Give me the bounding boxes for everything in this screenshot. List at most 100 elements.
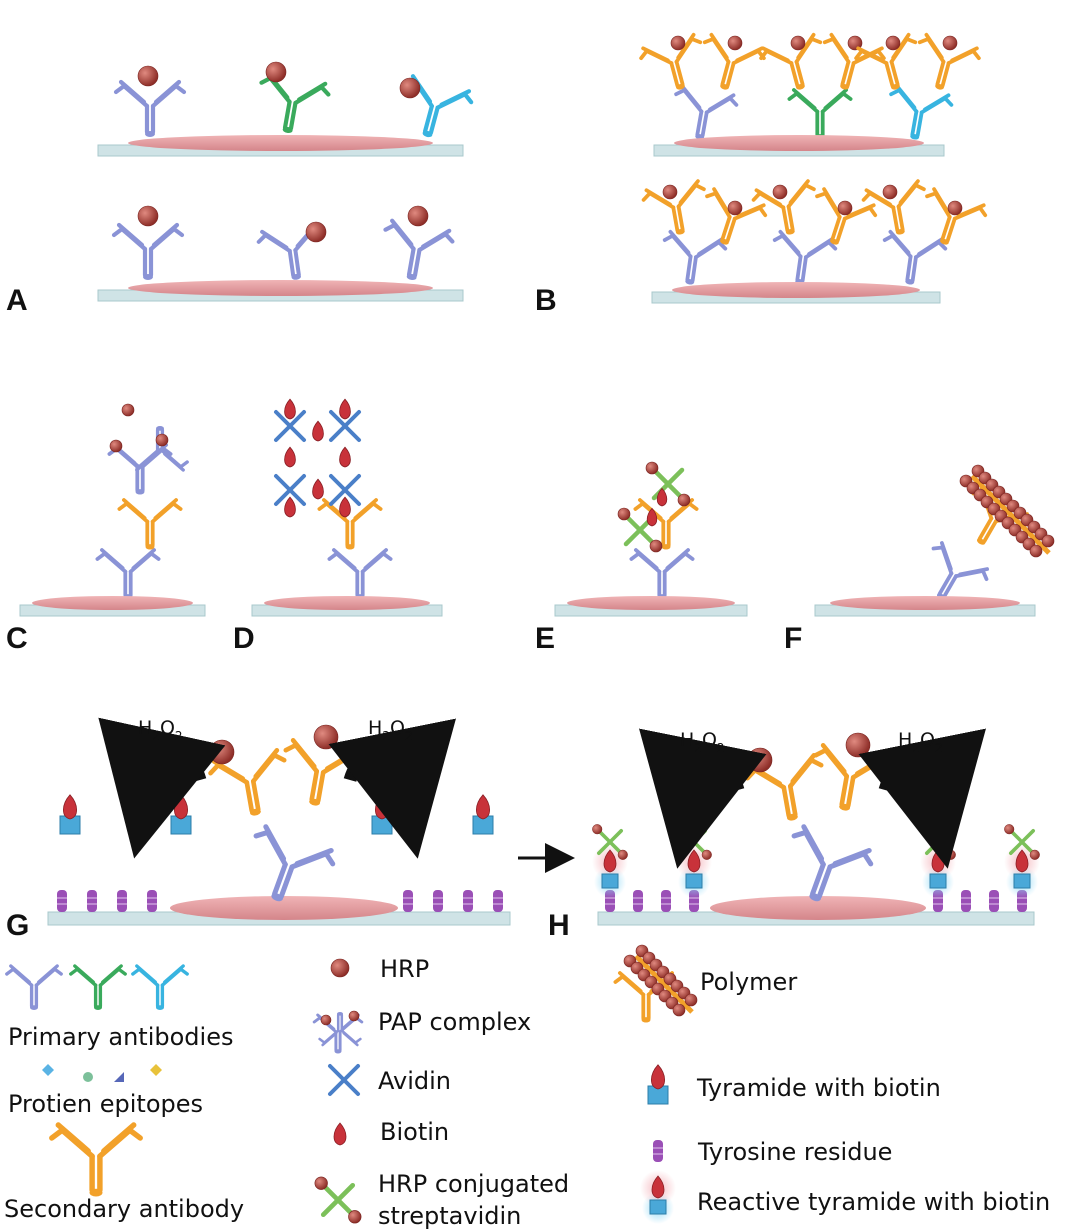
- legend: [5, 944, 698, 1224]
- hrp-enzyme: [348, 1210, 362, 1224]
- legend-tyramide-biotin: Tyramide with biotin: [696, 1074, 941, 1102]
- primary-antibody-bb1: [772, 229, 838, 285]
- h2o2-label-h-right: H2O2: [898, 729, 943, 755]
- hrp-enzyme: [882, 184, 898, 200]
- avidin-d3: [329, 474, 361, 506]
- legend-hrp-streptavidin-2: streptavidin: [378, 1202, 521, 1230]
- slide-a-top: [97, 135, 464, 157]
- hrp-enzyme: [845, 732, 871, 758]
- hrp-enzyme: [945, 849, 956, 860]
- hrp-enzyme: [1041, 534, 1055, 548]
- primary-antibody-d: [327, 548, 393, 600]
- panel-f: [931, 464, 1055, 600]
- legend-primary-antibody-blue-icon: [5, 964, 63, 1010]
- pap-antibody-c2: [131, 426, 189, 472]
- primary-antibody-e: [629, 548, 695, 600]
- tyramide-biotin-g1: [170, 794, 192, 835]
- hrp-enzyme: [407, 205, 429, 227]
- legend-epitope-diamond-icon: [42, 1064, 54, 1076]
- legend-protein-epitopes: Protien epitopes: [8, 1090, 203, 1118]
- reaction-arrow-g-right: [328, 718, 456, 859]
- reaction-arrow-h-right: [858, 728, 986, 869]
- pap-antibody-c1: [107, 443, 173, 495]
- hrp-enzyme: [1004, 824, 1015, 835]
- biotin-d2: [339, 446, 351, 468]
- slide-f: [814, 596, 1036, 617]
- secondary-antibody-b2b: [917, 32, 981, 90]
- primary-antibody-b2: [889, 84, 954, 140]
- hrp-enzyme: [947, 200, 963, 216]
- hrp-enzyme: [320, 1014, 332, 1026]
- panel-a: [111, 61, 474, 281]
- tyramide-biotin-g2: [371, 794, 393, 835]
- secondary-antibody-b0a: [639, 32, 703, 90]
- h2o2-label-g-right: H2O2: [368, 717, 413, 743]
- secondary-antibody-bb0a: [641, 179, 706, 235]
- tissue-g: [170, 896, 398, 920]
- panel-label-h: H: [548, 909, 570, 942]
- hrp-enzyme: [677, 493, 691, 507]
- hrp-enzyme: [885, 35, 901, 51]
- legend-biotin-icon: [333, 1122, 347, 1146]
- legend-polymer-icon: [623, 944, 698, 1017]
- avidin-d1: [329, 410, 361, 442]
- legend-pap-complex: PAP complex: [378, 1008, 531, 1036]
- primary-antibody-bb0: [662, 229, 728, 285]
- slide-b-top: [653, 135, 945, 157]
- svg-text:H2O2: H2O2: [138, 717, 183, 743]
- tyramide-biotin-g0: [59, 794, 81, 835]
- hrp-enzyme: [701, 849, 712, 860]
- primary-antibody-bb2: [882, 229, 948, 285]
- legend-secondary-antibody: Secondary antibody: [4, 1195, 244, 1223]
- tyrosine-g0: [57, 890, 67, 912]
- secondary-antibody-bb2a: [861, 179, 926, 235]
- biotin-e1: [646, 507, 658, 527]
- slide-d: [251, 596, 443, 617]
- reactive-tyramide-h1: [676, 824, 712, 898]
- hrp-enzyme: [727, 200, 743, 216]
- secondary-antibody-bb1b: [815, 187, 878, 245]
- hrp-enzyme: [649, 539, 663, 553]
- hrp-enzyme: [314, 1176, 328, 1190]
- hrp-enzyme: [617, 507, 631, 521]
- reaction-arrow-g-left: [98, 717, 226, 859]
- legend-epitope-triangle-icon: [114, 1072, 124, 1082]
- h2o2-label-g-left: H2O2: [138, 717, 183, 743]
- hrp-enzyme: [313, 724, 339, 750]
- legend-biotin: Biotin: [380, 1118, 449, 1146]
- biotin: [603, 849, 617, 873]
- primary-antibody-c: [95, 548, 161, 600]
- polymer-f: [959, 464, 1055, 558]
- tyramide-biotin-g3: [472, 794, 494, 835]
- hrp-enzyme: [790, 35, 806, 51]
- hrp-enzyme: [121, 403, 135, 417]
- slide-c: [19, 596, 206, 617]
- panel-label-c: C: [6, 622, 28, 655]
- secondary-antibody-bb2b: [925, 187, 988, 245]
- biotin-d7: [339, 496, 351, 518]
- legend-pap-antibody-icon-2: [318, 1012, 362, 1047]
- reactive-tyramide-h2: [920, 824, 956, 898]
- panel-d: [274, 398, 393, 600]
- tyrosine-g7: [493, 890, 503, 912]
- hrp-enzyme: [942, 35, 958, 51]
- primary-antibody-g: [253, 824, 336, 902]
- legend-polymer: Polymer: [700, 968, 797, 996]
- panel-label-a: A: [6, 284, 28, 317]
- hrp-enzyme: [137, 205, 159, 227]
- svg-text:H2O2: H2O2: [898, 729, 943, 755]
- hrp-enzyme: [109, 439, 123, 453]
- hrp-enzyme: [684, 993, 698, 1007]
- legend-tyramide-biotin-icon: [647, 1064, 669, 1105]
- primary-antibody-f: [931, 541, 989, 600]
- tyrosine-g4: [403, 890, 413, 912]
- hrp-enzyme: [1029, 849, 1040, 860]
- legend-primary-antibody-cyan-icon: [131, 964, 189, 1010]
- legend-primary-antibodies: Primary antibodies: [8, 1023, 233, 1051]
- panel-g: [47, 717, 511, 926]
- panel-e: [617, 461, 699, 600]
- biotin-d3: [312, 478, 324, 500]
- hrp-streptavidin: [592, 824, 628, 860]
- svg-text:H2O2: H2O2: [680, 729, 725, 755]
- hrp-enzyme: [1029, 544, 1043, 558]
